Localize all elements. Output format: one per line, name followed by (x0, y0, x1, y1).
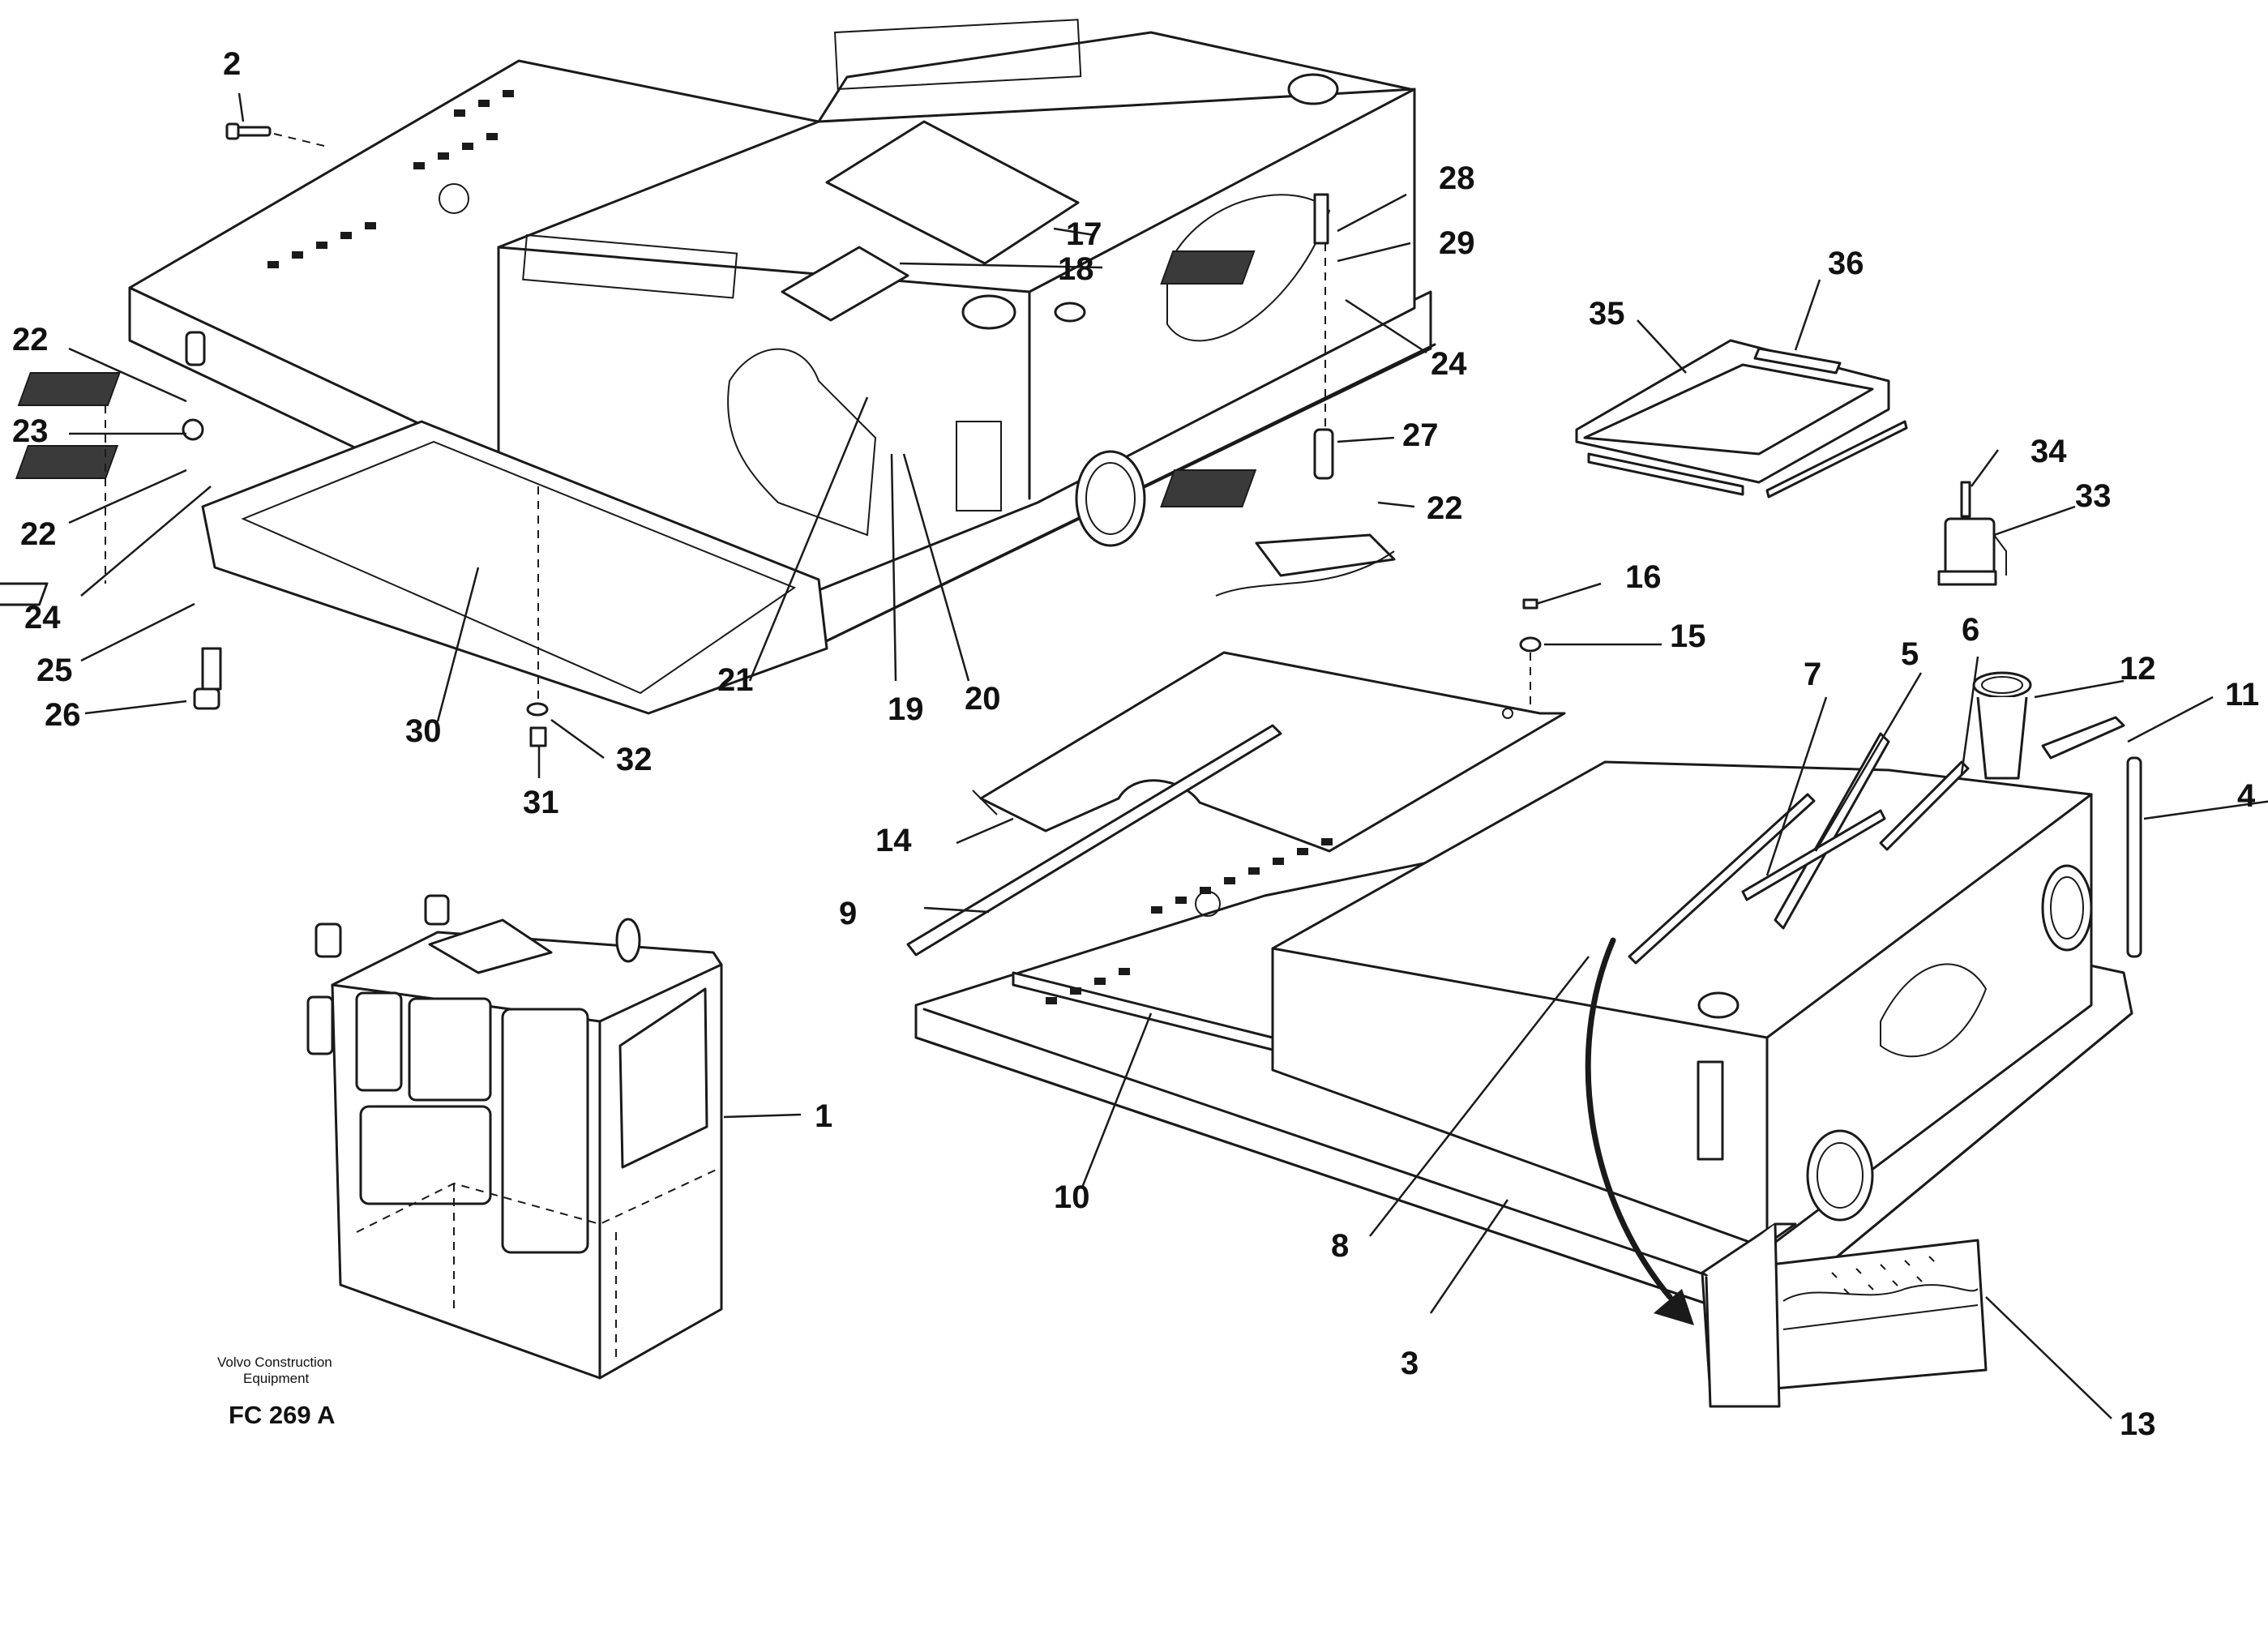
callout-31: 31 (523, 785, 559, 820)
callout-20: 20 (965, 681, 1001, 717)
inset-tray-detail (1701, 1222, 1988, 1408)
callout-labels: 2 17 18 28 29 24 22 23 22 24 25 26 30 21… (12, 46, 2259, 1442)
callout-22-middle: 22 (20, 516, 57, 552)
callout-24-upper: 24 (1431, 346, 1467, 382)
callout-4: 4 (2237, 778, 2256, 814)
callout-10: 10 (1054, 1179, 1090, 1215)
callout-26: 26 (45, 697, 81, 733)
callout-34: 34 (2031, 434, 2067, 469)
cab-assembly (306, 894, 723, 1380)
callout-19: 19 (888, 691, 924, 727)
callout-25: 25 (36, 653, 73, 688)
callout-15: 15 (1670, 618, 1706, 654)
upper-frame-assembly (0, 19, 1436, 747)
figure-caption: Volvo Construction Equipment FC 269 A (217, 1355, 336, 1429)
callout-28: 28 (1439, 161, 1475, 196)
callout-22-upper: 22 (12, 322, 49, 357)
callout-35: 35 (1589, 296, 1625, 332)
leader-lines (68, 92, 2268, 1419)
callout-13: 13 (2120, 1406, 2156, 1442)
callout-22-right: 22 (1427, 490, 1463, 526)
roof-panel-assembly (1575, 339, 1908, 499)
callout-24-lower: 24 (24, 600, 61, 636)
callout-9: 9 (839, 896, 857, 931)
callout-27: 27 (1402, 417, 1439, 453)
callout-16: 16 (1625, 559, 1662, 595)
callout-29: 29 (1439, 225, 1475, 261)
callout-12: 12 (2120, 651, 2156, 687)
callout-18: 18 (1058, 251, 1094, 287)
callout-30: 30 (405, 713, 442, 749)
callout-21: 21 (717, 662, 754, 698)
callout-5: 5 (1901, 636, 1919, 672)
callout-6: 6 (1962, 612, 1979, 648)
callout-32: 32 (616, 742, 653, 777)
callout-7: 7 (1804, 657, 1821, 692)
callout-17: 17 (1066, 216, 1102, 252)
callout-36: 36 (1828, 246, 1864, 281)
caption-line-1: Volvo Construction (217, 1355, 332, 1370)
deck-slot-pattern (267, 90, 514, 268)
caption-line-2: Equipment (243, 1371, 310, 1386)
latch-bracket (1937, 481, 2007, 586)
callout-1: 1 (815, 1098, 832, 1134)
callout-33: 33 (2075, 478, 2112, 514)
callout-23: 23 (12, 413, 49, 449)
lower-frame-assembly (906, 598, 2142, 1325)
lower-deck-slot-pattern (1046, 838, 1333, 1004)
figure-code: FC 269 A (229, 1401, 336, 1429)
callout-2: 2 (223, 46, 241, 82)
callout-14: 14 (875, 823, 912, 858)
callout-3: 3 (1401, 1346, 1419, 1381)
callout-8: 8 (1331, 1228, 1349, 1264)
inset-slot-pattern (1831, 1256, 1935, 1295)
callout-11: 11 (2225, 677, 2259, 713)
